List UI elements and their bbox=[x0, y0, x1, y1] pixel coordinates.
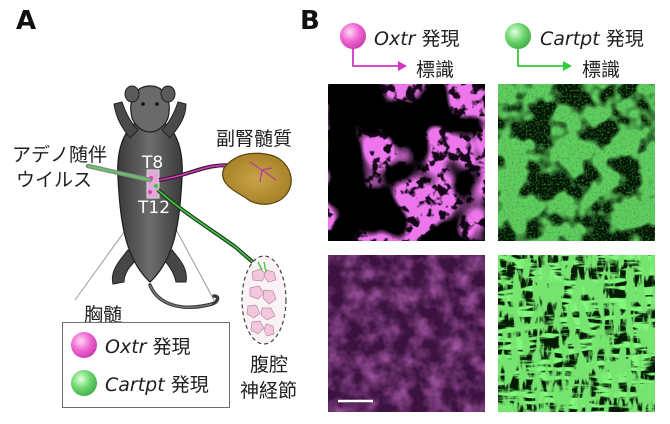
aav-label-line1: アデノ随伴 bbox=[12, 144, 108, 166]
mouse-body bbox=[117, 117, 183, 283]
cartpt-label-arrow bbox=[517, 48, 572, 71]
ganglion-cells bbox=[246, 268, 277, 337]
cartpt-header-expression: Cartpt 発現 bbox=[540, 28, 644, 50]
cartpt-expression-marker bbox=[71, 370, 97, 396]
legend-oxtr-label: Oxtr 発現 bbox=[105, 336, 191, 358]
cartpt-header-marker bbox=[505, 23, 531, 49]
oxtr-expression-marker bbox=[71, 332, 97, 358]
micrograph-oxtr-adrenal bbox=[328, 84, 485, 241]
mouse-diagram bbox=[74, 85, 292, 345]
oxtr-labeling-text: 標識 bbox=[416, 59, 455, 81]
thoracic-spinal-cord-label: 胸髄 bbox=[84, 304, 123, 326]
adrenal-medulla-gland bbox=[222, 152, 292, 205]
micrograph-cartpt-adrenal bbox=[498, 84, 655, 241]
mouse-front-leg-right bbox=[161, 101, 187, 139]
celiac-ganglion-label-line2: 神経節 bbox=[240, 380, 298, 402]
oxtr-header-marker bbox=[340, 23, 366, 49]
cartpt-labeling-text: 標識 bbox=[582, 59, 621, 81]
aav-label-line2: ウイルス bbox=[16, 169, 93, 191]
panel-a-letter: A bbox=[16, 6, 37, 36]
legend-cartpt-label: Cartpt 発現 bbox=[105, 374, 209, 396]
mouse-front-leg-left bbox=[113, 101, 139, 139]
t8-label: T8 bbox=[142, 153, 164, 173]
micrograph-oxtr-ganglion bbox=[328, 255, 485, 412]
oxtr-label-arrow bbox=[352, 48, 407, 71]
celiac-ganglion bbox=[241, 255, 287, 345]
spinal-cord-segment bbox=[146, 169, 160, 199]
oxtr-header-expression: Oxtr 発現 bbox=[374, 28, 460, 50]
mouse-hind-leg-left bbox=[111, 249, 139, 285]
celiac-ganglion-label-line1: 腹腔 bbox=[250, 354, 289, 376]
t12-label: T12 bbox=[138, 198, 171, 218]
panel-b-letter: B bbox=[300, 6, 320, 36]
mouse-ear-left bbox=[124, 85, 140, 103]
micrograph-cartpt-ganglion bbox=[498, 255, 655, 412]
mouse-ear-right bbox=[160, 85, 176, 103]
mouse-head bbox=[130, 85, 170, 133]
expression-legend: Oxtr 発現 Cartpt 発現 bbox=[62, 322, 230, 408]
adrenal-medulla-label: 副腎髄質 bbox=[216, 128, 293, 150]
